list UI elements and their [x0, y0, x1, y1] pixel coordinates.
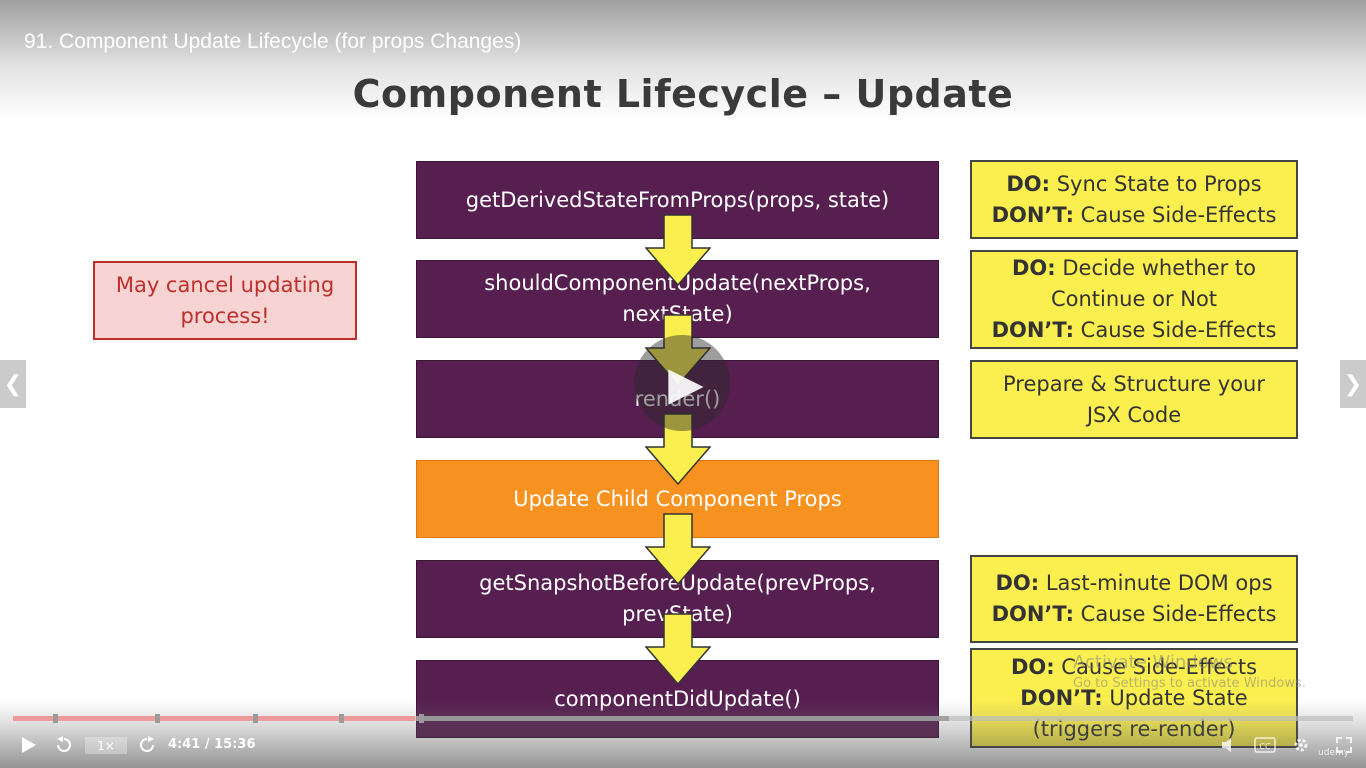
forward-icon	[140, 736, 154, 752]
progress-buffer	[421, 716, 949, 721]
gear-icon	[1294, 738, 1308, 752]
chevron-right-icon: ❯	[1343, 371, 1363, 397]
note-dont-text: Cause Side-Effects	[1073, 202, 1277, 227]
note-should-component-update: DO: Decide whether to Continue or Not DO…	[970, 250, 1298, 349]
note-line: DO: Last-minute DOM ops	[995, 568, 1272, 599]
chapter-marker	[419, 714, 424, 723]
note-get-derived-state: DO: Sync State to Props DON’T: Cause Sid…	[970, 160, 1298, 239]
controls-overlay	[0, 700, 1366, 768]
center-play-button[interactable]: ▶	[634, 335, 730, 431]
title-overlay	[0, 0, 1366, 120]
note-do-label: DO:	[1006, 171, 1051, 196]
down-arrow-icon	[645, 314, 711, 386]
cancel-note-text: May cancel updating process!	[115, 272, 335, 328]
volume-icon	[1222, 738, 1231, 752]
time-display: 4:41 / 15:36	[168, 737, 256, 752]
chapter-marker	[155, 714, 160, 723]
note-dont-label: DON’T:	[991, 318, 1074, 342]
fullscreen-icon	[1336, 737, 1352, 753]
note-do-text: Last-minute DOM ops	[1039, 571, 1273, 595]
chapter-marker	[339, 714, 344, 723]
note-line: DO: Decide whether to Continue or Not	[994, 253, 1274, 315]
note-line: DO: Sync State to Props	[1006, 169, 1261, 200]
slide-title: Component Lifecycle – Update	[352, 72, 1014, 116]
rewind-button[interactable]	[53, 735, 75, 755]
down-arrow-icon	[645, 214, 711, 286]
settings-button[interactable]	[1290, 735, 1312, 755]
play-icon: ▶	[668, 356, 704, 410]
playback-speed-button[interactable]: 1×	[85, 737, 127, 754]
note-line: DON’T: Cause Side-Effects	[992, 200, 1277, 231]
play-icon	[22, 737, 36, 753]
chapter-marker	[53, 714, 58, 723]
captions-button[interactable]: CC	[1253, 736, 1277, 754]
volume-button[interactable]	[1218, 735, 1240, 755]
note-do-text: Cause Side-Effects	[1054, 654, 1258, 679]
cancel-note: May cancel updating process!	[93, 261, 357, 340]
progress-fill	[13, 716, 415, 721]
down-arrow-icon	[645, 413, 711, 485]
chapter-marker	[253, 714, 258, 723]
note-dont-label: DON’T:	[991, 202, 1074, 227]
step-label: Update Child Component Props	[513, 487, 842, 511]
note-do-text: Sync State to Props	[1050, 171, 1262, 196]
rewind-icon	[57, 736, 71, 752]
note-line: DON’T: Cause Side-Effects	[992, 599, 1277, 630]
captions-icon: CC	[1254, 737, 1276, 753]
forward-button[interactable]	[136, 735, 158, 755]
note-dont-text: Cause Side-Effects	[1073, 602, 1277, 626]
note-dont-text: Cause Side-Effects	[1073, 318, 1277, 342]
note-do-text: Decide whether to Continue or Not	[1050, 256, 1257, 311]
step-label: getDerivedStateFromProps(props, state)	[465, 187, 890, 212]
note-line: DO: Cause Side-Effects	[1011, 652, 1257, 683]
play-button[interactable]	[17, 735, 39, 755]
video-title: 91. Component Update Lifecycle (for prop…	[24, 30, 522, 53]
svg-text:CC: CC	[1259, 742, 1271, 751]
note-do-label: DO:	[1010, 654, 1055, 679]
previous-lecture-button[interactable]: ❮	[0, 360, 26, 408]
note-dont-label: DON’T:	[991, 602, 1074, 626]
step-label: render()	[634, 386, 721, 411]
down-arrow-icon	[645, 513, 711, 585]
progress-bar[interactable]	[13, 714, 1353, 723]
fullscreen-button[interactable]	[1334, 735, 1354, 755]
note-get-snapshot: DO: Last-minute DOM ops DON’T: Cause Sid…	[970, 555, 1298, 643]
note-do-label: DO:	[995, 571, 1040, 595]
activate-windows-watermark: Activate Windows	[1073, 652, 1233, 673]
note-render: Prepare & Structure your JSX Code	[970, 360, 1298, 439]
step-get-derived-state: getDerivedStateFromProps(props, state)	[416, 161, 939, 239]
next-lecture-button[interactable]: ❯	[1340, 360, 1366, 408]
note-line: DON’T: Cause Side-Effects	[992, 315, 1277, 346]
udemy-logo: udemy	[1318, 748, 1350, 758]
down-arrow-icon	[645, 613, 711, 685]
note-line: Prepare & Structure your JSX Code	[1003, 371, 1265, 427]
chevron-left-icon: ❮	[3, 371, 23, 397]
activate-windows-hint: Go to Settings to activate Windows.	[1073, 676, 1306, 691]
note-do-label: DO:	[1011, 256, 1056, 280]
